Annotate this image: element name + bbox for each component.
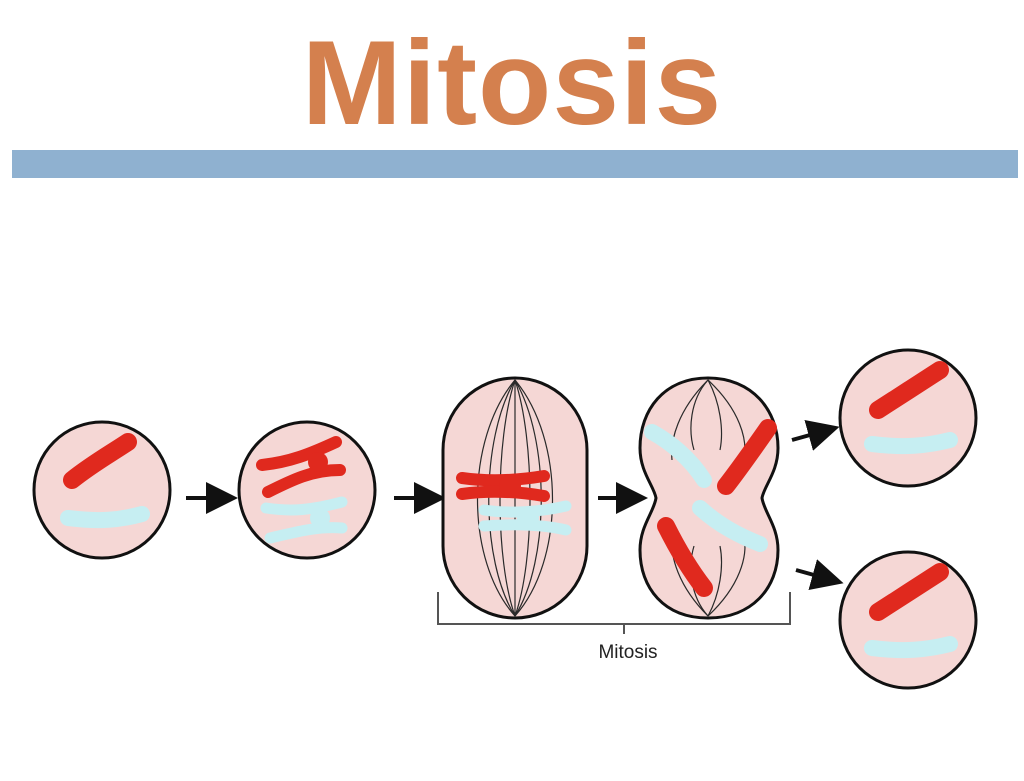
daughter-cell-upper xyxy=(838,348,978,488)
chromosome-blue xyxy=(60,506,150,529)
slide-title: Mitosis xyxy=(301,16,723,150)
chromosome-red-lower xyxy=(657,517,713,597)
chromosome-red-upper xyxy=(717,419,777,495)
chromosome-blue-metaphase xyxy=(478,500,572,536)
spindle-fibers xyxy=(477,379,553,617)
cell-metaphase xyxy=(441,376,589,620)
chromosome-red xyxy=(869,361,949,419)
title-divider-bar xyxy=(12,150,1018,178)
chromosome-red xyxy=(869,563,949,621)
daughter-cell-lower xyxy=(838,550,978,690)
chromosome-blue-lower xyxy=(692,500,768,552)
cell-interphase xyxy=(32,420,172,560)
chromosome-blue xyxy=(864,636,958,659)
chromosome-blue xyxy=(864,432,958,455)
chromosome-blue-duplicated xyxy=(260,496,348,544)
cell-prophase xyxy=(237,420,377,560)
cell-anaphase xyxy=(638,376,780,620)
chromosome-red-metaphase xyxy=(456,470,550,502)
chromosome-blue-upper xyxy=(644,424,712,488)
chromosome-red xyxy=(63,433,137,489)
mitosis-diagram: Mitosis xyxy=(32,348,978,690)
arrow-5-lower xyxy=(795,559,844,591)
chromosome-red-duplicated xyxy=(256,436,346,498)
arrow-4-upper xyxy=(791,419,840,451)
mitosis-bracket: Mitosis xyxy=(437,592,791,663)
mitosis-label: Mitosis xyxy=(598,642,657,663)
